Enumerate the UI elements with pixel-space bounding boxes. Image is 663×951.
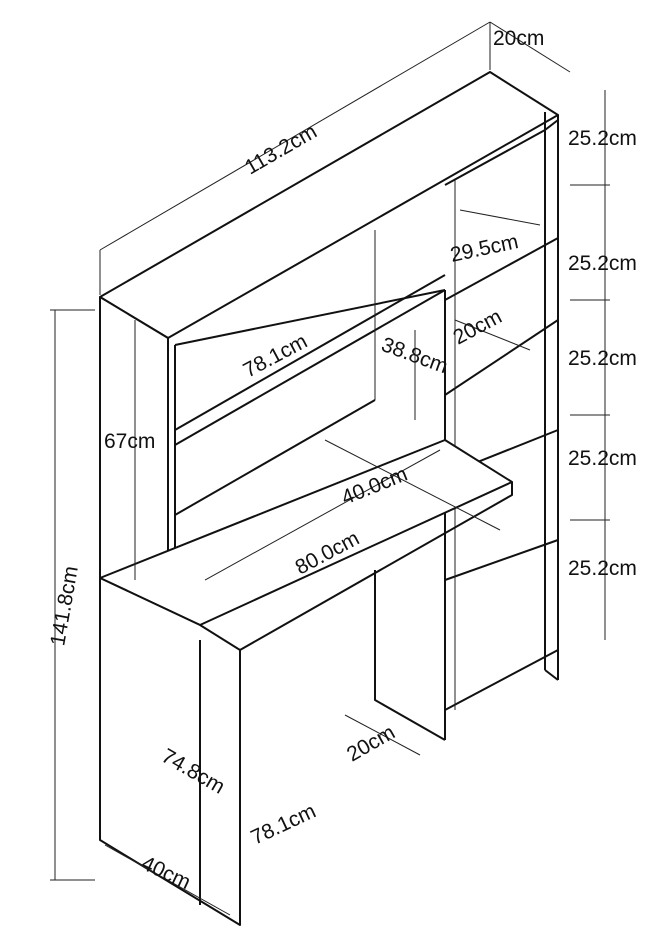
shelf-height-label-2: 25.2cm (568, 252, 637, 275)
knee-width-label: 78.1cm (247, 800, 319, 850)
overall-height-label: 141.8cm (46, 564, 83, 647)
hutch-height-label: 67cm (104, 430, 155, 453)
hutch-inner-width-label: 78.1cm (240, 330, 312, 383)
overall-width-label: 113.2cm (241, 120, 321, 179)
leg-depth-label: 20cm (343, 721, 399, 767)
shelf-height-label-5: 25.2cm (568, 557, 637, 580)
shelf-height-label-3: 25.2cm (568, 347, 637, 370)
shelf-depth-label: 20cm (450, 305, 506, 349)
overall-depth-label: 20cm (493, 27, 544, 50)
dimension-lines (50, 21, 610, 916)
desk-outline (99, 71, 559, 926)
shelf-height-label-1: 25.2cm (568, 127, 637, 150)
shelf-height-label-4: 25.2cm (568, 447, 637, 470)
shelf-width-label: 29.5cm (448, 230, 520, 267)
